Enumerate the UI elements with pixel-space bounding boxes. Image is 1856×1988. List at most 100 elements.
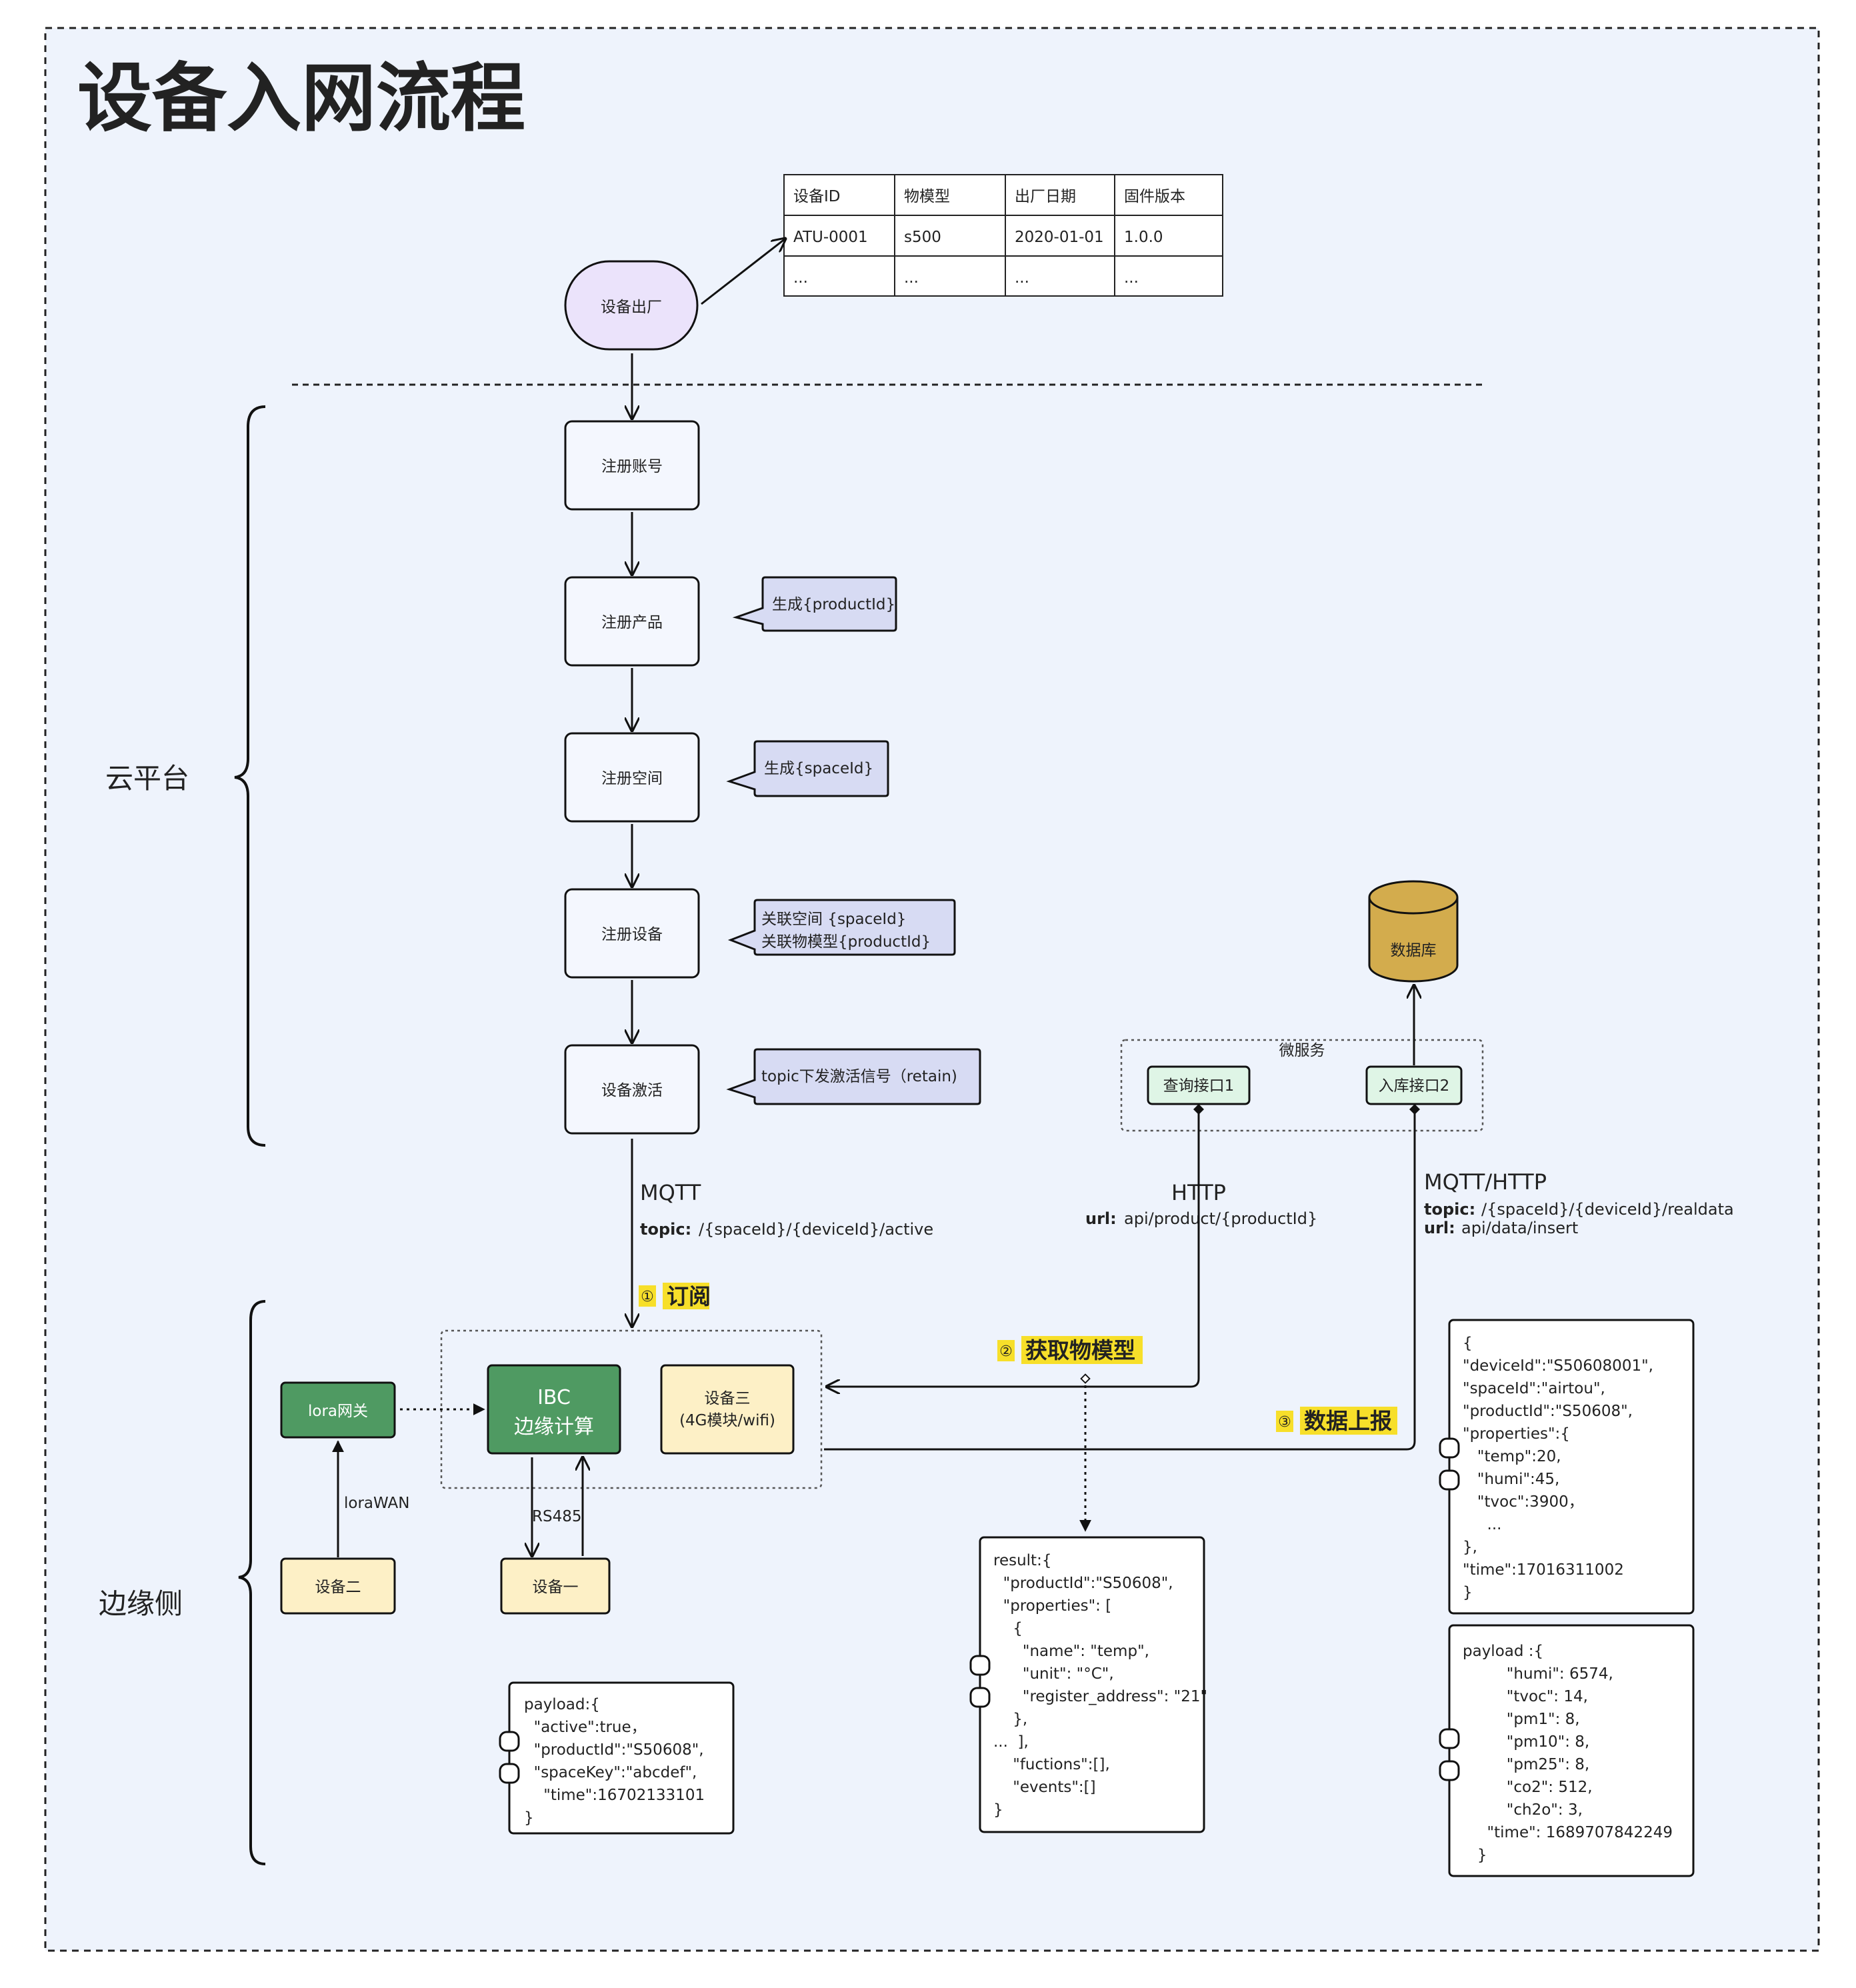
step-register-device-label: 注册设备 xyxy=(601,926,663,943)
payload-line: } xyxy=(1463,1847,1487,1864)
note-activate: topic下发激活信号（retain) xyxy=(761,1068,957,1085)
note-product-callout xyxy=(732,576,897,632)
http-url-key: url: xyxy=(1085,1209,1117,1228)
lora-gateway-label: lora网关 xyxy=(308,1403,368,1420)
payload-line: "fuctions":[], xyxy=(993,1756,1110,1773)
badge-report-bg xyxy=(1300,1407,1397,1435)
mqtt-topic-key: topic: xyxy=(640,1220,691,1239)
note-device-line1: 关联空间 {spaceId} xyxy=(761,911,906,928)
payload-raw-box: payload :{ "humi": 6574, "tvoc": 14, "pm… xyxy=(1439,1624,1695,1877)
payload-line: "productId":"S50608", xyxy=(993,1575,1173,1592)
mqtt-http-topic-key: topic: xyxy=(1424,1200,1475,1219)
step-device-activate-label: 设备激活 xyxy=(601,1082,663,1099)
step-register-product[interactable] xyxy=(564,576,700,667)
table-header-model: 物模型 xyxy=(904,188,950,205)
table-cell: ... xyxy=(904,269,919,287)
ibc-node-line2: 边缘计算 xyxy=(514,1415,594,1439)
step-device-activate[interactable] xyxy=(564,1044,700,1135)
mqtt-http-url-value: api/data/insert xyxy=(1461,1219,1578,1237)
step-register-product-label: 注册产品 xyxy=(601,614,663,631)
payload-line: payload:{ xyxy=(524,1696,600,1713)
payload-line: { xyxy=(993,1620,1023,1637)
note-space-callout xyxy=(726,740,889,797)
badge-subscribe-num: ① xyxy=(641,1289,654,1305)
mqtt-topic-value: /{spaceId}/{deviceId}/active xyxy=(699,1220,933,1239)
payload-line: ... xyxy=(1463,1516,1502,1533)
payload-model-box: result:{ "productId":"S50608", "properti… xyxy=(969,1536,1207,1833)
table-cell: ... xyxy=(793,269,808,287)
step-register-space-label: 注册空间 xyxy=(601,770,663,787)
payload-line: "unit": "°C", xyxy=(993,1665,1114,1683)
badge-report-num-bg xyxy=(1276,1411,1293,1432)
payload-line: }, xyxy=(993,1711,1027,1728)
factory-table: 设备ID 物模型 出厂日期 固件版本 ATU-0001 s500 2020-01… xyxy=(783,174,1223,297)
badge-model-num: ② xyxy=(999,1343,1013,1360)
database-label: 数据库 xyxy=(1391,942,1437,959)
payload-line: } xyxy=(993,1801,1003,1819)
note-device-line2: 关联物模型{productId} xyxy=(761,933,931,951)
device-two[interactable] xyxy=(280,1557,396,1615)
http-model-line xyxy=(827,1109,1199,1387)
payload-line: "co2": 512, xyxy=(1463,1779,1593,1796)
device-three-line2: (4G模块/wifi) xyxy=(679,1412,775,1429)
badge-subscribe-bg xyxy=(663,1283,709,1309)
http-url-value: api/product/{productId} xyxy=(1124,1209,1317,1228)
badge-report-text: 数据上报 xyxy=(1304,1408,1392,1434)
data-report-line xyxy=(824,1104,1420,1451)
table-cell: 2020-01-01 xyxy=(1015,229,1104,246)
edge-label: 边缘侧 xyxy=(99,1587,183,1620)
payload-line: "humi":45, xyxy=(1463,1471,1559,1488)
mqtt-title: MQTT xyxy=(640,1180,701,1205)
payload-line: "tvoc":3900， xyxy=(1463,1493,1584,1511)
query-api-1-label: 查询接口1 xyxy=(1163,1077,1235,1095)
rs485-label: RS485 xyxy=(532,1508,581,1525)
step-register-space[interactable] xyxy=(564,732,700,823)
insert-api-2-label: 入库接口2 xyxy=(1379,1077,1450,1095)
payload-line: ... ], xyxy=(993,1733,1029,1751)
payload-line: "active":true， xyxy=(524,1719,647,1736)
device-three[interactable] xyxy=(660,1364,795,1455)
payload-line: result:{ xyxy=(993,1552,1051,1569)
microservice-group xyxy=(1120,1039,1484,1132)
payload-line: "time": 1689707842249 xyxy=(1463,1824,1673,1841)
ibc-node[interactable] xyxy=(487,1364,621,1455)
payload-line: "pm10": 8, xyxy=(1463,1733,1589,1751)
payload-line: "properties":{ xyxy=(1463,1425,1570,1443)
microservice-label: 微服务 xyxy=(1279,1042,1325,1059)
payload-line: "ch2o": 3, xyxy=(1463,1801,1583,1819)
table-cell: 1.0.0 xyxy=(1124,229,1163,246)
payload-line: } xyxy=(1463,1584,1473,1601)
factory-node[interactable] xyxy=(564,260,699,351)
table-cell: ATU-0001 xyxy=(793,229,868,246)
factory-node-label: 设备出厂 xyxy=(601,299,662,316)
step-register-device[interactable] xyxy=(564,888,700,979)
device-two-label: 设备二 xyxy=(315,1579,361,1596)
note-product: 生成{productId} xyxy=(772,596,895,613)
badge-model-bg xyxy=(1021,1336,1143,1364)
table-header-device-id: 设备ID xyxy=(793,188,841,205)
payload-activate-box: payload:{ "active":true， "productId":"S5… xyxy=(499,1681,735,1835)
device-one[interactable] xyxy=(500,1557,611,1615)
payload-line: "temp":20, xyxy=(1463,1448,1561,1465)
edge-brace xyxy=(238,1300,266,1865)
note-activate-callout xyxy=(726,1048,981,1105)
note-space: 生成{spaceId} xyxy=(764,760,873,777)
step-register-account[interactable] xyxy=(564,420,700,511)
payload-line: "properties": [ xyxy=(993,1597,1111,1615)
badge-report-num: ③ xyxy=(1278,1414,1291,1431)
table-cell: ... xyxy=(1015,269,1029,287)
payload-line: "spaceKey":"abcdef", xyxy=(524,1764,697,1781)
ibc-node-line1: IBC xyxy=(537,1386,571,1409)
payload-line: }, xyxy=(1463,1539,1477,1556)
table-cell: ... xyxy=(1124,269,1139,287)
payload-line: payload :{ xyxy=(1463,1643,1543,1660)
factory-to-table-arrow xyxy=(701,239,785,305)
payload-line: "productId":"S50608", xyxy=(1463,1403,1633,1420)
payload-report-box: { "deviceId":"S50608001", "spaceId":"air… xyxy=(1439,1319,1695,1615)
database-cylinder[interactable] xyxy=(1368,880,1459,983)
payload-line: "deviceId":"S50608001", xyxy=(1463,1357,1653,1375)
lora-gateway[interactable] xyxy=(280,1381,396,1439)
payload-line: "productId":"S50608", xyxy=(524,1741,704,1759)
payload-line: "humi": 6574, xyxy=(1463,1665,1613,1683)
